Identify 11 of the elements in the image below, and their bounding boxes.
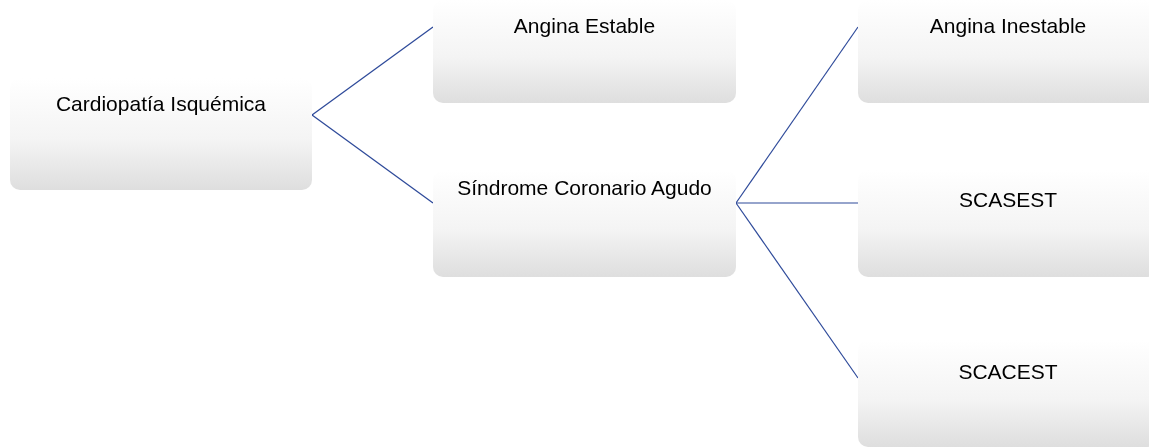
connector-line [735, 26, 859, 204]
box-label: SCACEST [957, 360, 1059, 384]
box-label: Cardiopatía Isquémica [54, 92, 268, 116]
box-label: Angina Inestable [928, 14, 1088, 38]
connector-line [311, 114, 434, 204]
connector-line [735, 202, 859, 204]
box-label: Angina Estable [512, 14, 657, 38]
box-label: Síndrome Coronario Agudo [456, 176, 713, 200]
box-label: SCASEST [958, 188, 1058, 212]
connector-line [735, 202, 859, 379]
connector-line [311, 26, 434, 116]
